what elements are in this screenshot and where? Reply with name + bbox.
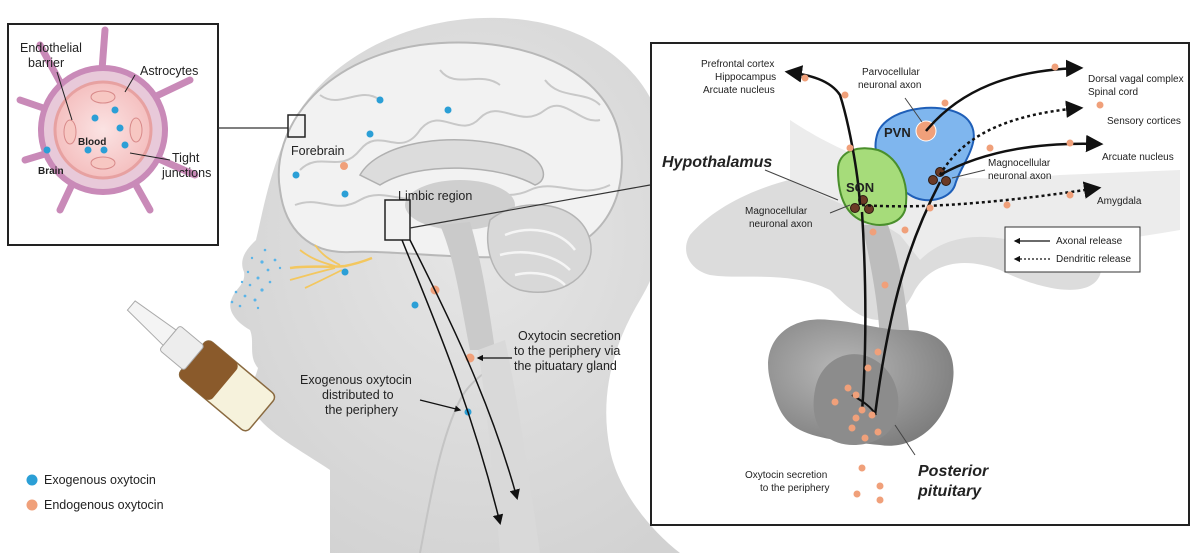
nasal-spray-bottle <box>126 300 276 432</box>
forebrain-label: Forebrain <box>291 144 345 158</box>
brain <box>277 41 623 553</box>
panel-endogenous-dots <box>801 63 1104 504</box>
son-label: SON <box>846 180 874 195</box>
bbb-exogenous-dots <box>43 106 129 154</box>
endogenous-swatch <box>26 499 38 511</box>
blood-label: Blood <box>78 137 106 148</box>
legend-exogenous: Exogenous oxytocin <box>44 473 156 487</box>
brain-label: Brain <box>38 166 64 177</box>
limbic-box <box>384 199 411 241</box>
olfactory-nerve <box>289 244 373 289</box>
sensory-cortices-label: Sensory cortices <box>1107 116 1181 127</box>
release-legend: Axonal release Dendritic release <box>1004 226 1141 273</box>
forebrain-box <box>287 114 306 138</box>
hypothalamus-panel: Axonal release Dendritic release Hypotha… <box>650 42 1190 526</box>
arcuate-label: Arcuate nucleus <box>1102 152 1174 163</box>
astrocytes-label: Astrocytes <box>140 64 198 78</box>
amygdala-label: Amygdala <box>1097 196 1142 207</box>
oxytocin-legend: Exogenous oxytocin Endogenous oxytocin <box>26 473 164 512</box>
exogenous-swatch <box>26 474 38 486</box>
limbic-label: Limbic region <box>398 189 472 203</box>
dendritic-release-label: Dendritic release <box>1056 254 1131 265</box>
hypothalamus-label: Hypothalamus <box>662 154 772 171</box>
legend-endogenous: Endogenous oxytocin <box>44 498 164 512</box>
spray-mist <box>230 248 282 310</box>
axonal-release-label: Axonal release <box>1056 236 1123 247</box>
pvn-label: PVN <box>884 125 911 140</box>
